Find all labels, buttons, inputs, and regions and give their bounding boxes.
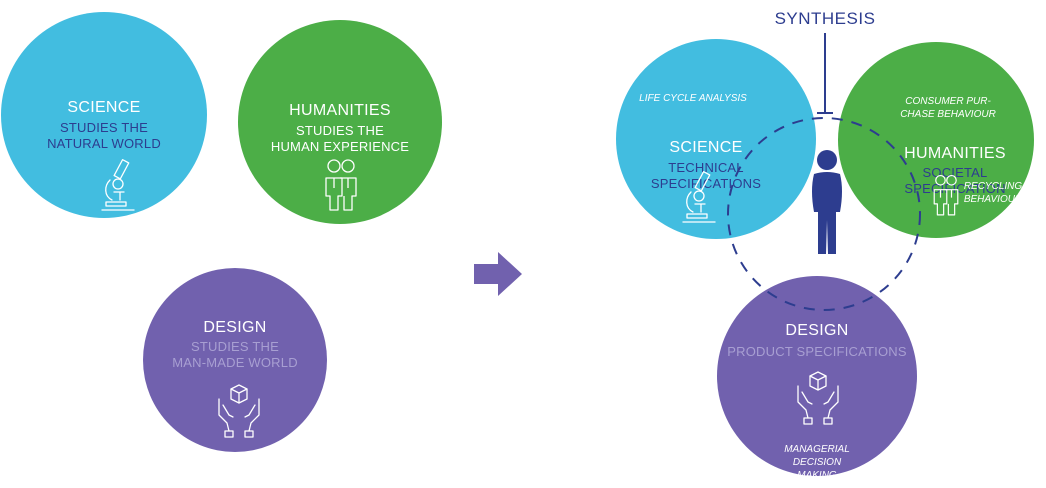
right-humanities-note-top: CONSUMER PUR- CHASE BEHAVIOUR (900, 96, 996, 120)
synthesis-pointer (817, 33, 833, 114)
right-humanities-note-side: RECYCLING BEHAVIOUR (963, 181, 1023, 205)
left-humanities-circle (238, 20, 442, 224)
synthesis-label: SYNTHESIS (774, 9, 876, 28)
hands-box-icon (218, 384, 260, 438)
left-science-subtitle: STUDIES THE NATURAL WORLD (47, 120, 161, 152)
right-science-subtitle: TECHNICAL SPECIFICATIONS (650, 160, 762, 192)
right-design-circle (717, 276, 917, 476)
synthesis-dashed-circle (727, 117, 921, 311)
left-design-circle (143, 268, 327, 452)
left-design-title: DESIGN (203, 319, 267, 336)
right-science-circle (616, 39, 816, 239)
left-design-subtitle: STUDIES THE MAN-MADE WORLD (172, 339, 298, 371)
microscope-icon (101, 158, 135, 211)
person-icon (812, 150, 842, 254)
right-arrow-icon (474, 252, 522, 296)
right-design-note: MANAGERIAL DECISION MAKING (784, 444, 850, 481)
left-humanities-title: HUMANITIES (289, 102, 391, 119)
people-icon (325, 159, 357, 211)
right-science-title: SCIENCE (669, 139, 743, 156)
left-science-title: SCIENCE (67, 99, 141, 116)
right-design-title: DESIGN (785, 322, 849, 339)
left-humanities-subtitle: STUDIES THE HUMAN EXPERIENCE (270, 123, 410, 155)
right-science-note: LIFE CYCLE ANALYSIS (639, 93, 747, 104)
right-humanities-circle (838, 42, 1034, 238)
hands-box-icon (797, 371, 839, 425)
right-design-subtitle: PRODUCT SPECIFICATIONS (727, 344, 907, 359)
microscope-icon (682, 170, 716, 223)
people-icon (933, 174, 959, 216)
left-science-circle (1, 12, 207, 218)
right-humanities-title: HUMANITIES (904, 145, 1006, 162)
